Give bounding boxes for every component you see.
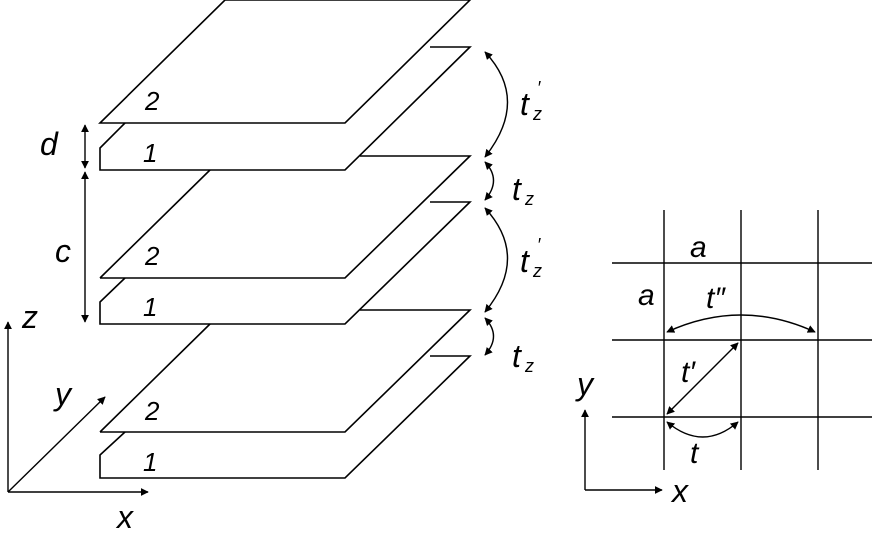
layer-label: 2	[144, 86, 160, 116]
layer-label: 1	[143, 292, 157, 322]
lattice-y-axis-label: y	[575, 366, 595, 402]
y-axis-label: y	[53, 376, 73, 412]
svg-text:z: z	[524, 356, 534, 376]
hop-tz-arrow-upper	[484, 161, 495, 201]
hop-tz-arrow-lower	[484, 317, 495, 356]
layer-label: 2	[144, 241, 160, 271]
svg-text:z: z	[524, 189, 534, 209]
hop-tz-label-lower: t z	[512, 338, 534, 376]
layer-stack	[98, 0, 472, 479]
hop-tz-prime-label-lower: t ′ z	[520, 235, 542, 281]
lattice-side-top-label: a	[690, 231, 707, 264]
hop-tz-prime-arrow-lower	[484, 207, 509, 313]
square-lattice-grid	[612, 210, 872, 470]
hop-diag-label: t′	[681, 356, 696, 389]
lattice-side-left-label: a	[638, 279, 655, 312]
svg-text:′: ′	[537, 78, 541, 98]
svg-text:t: t	[512, 171, 522, 207]
svg-text:z: z	[532, 104, 542, 124]
plane-bottom-1	[99, 355, 472, 479]
y-axis-arrow	[7, 396, 106, 493]
svg-text:t: t	[520, 86, 530, 122]
layer-label: 1	[143, 447, 157, 477]
layer-label: 2	[144, 396, 160, 426]
hop-nnn-label: t″	[706, 282, 726, 315]
hop-tz-prime-arrow-top	[484, 51, 509, 158]
hop-tz-prime-label-top: t ′ z	[520, 78, 542, 124]
plane-top-1	[99, 46, 472, 171]
lattice-x-axis-label: x	[670, 473, 689, 509]
x-axis-label: x	[115, 499, 134, 535]
plane-mid-2	[99, 155, 472, 279]
hop-diag-arrow	[666, 342, 739, 415]
svg-text:t: t	[512, 338, 522, 374]
z-axis-label: z	[21, 299, 38, 335]
plane-top-2	[98, 0, 472, 124]
svg-text:t: t	[520, 243, 530, 279]
plane-bottom-2	[99, 309, 472, 433]
plane-mid-1	[99, 201, 472, 325]
hop-tz-label-upper: t z	[512, 171, 534, 209]
svg-text:z: z	[532, 261, 542, 281]
dim-d-label: d	[40, 126, 59, 162]
hop-nnn-arrow	[666, 314, 816, 333]
hop-nn-label: t	[690, 437, 700, 470]
layer-label: 1	[143, 138, 157, 168]
dim-c-label: c	[55, 233, 71, 269]
hop-nn-arrow	[666, 421, 739, 438]
svg-text:′: ′	[537, 235, 541, 255]
